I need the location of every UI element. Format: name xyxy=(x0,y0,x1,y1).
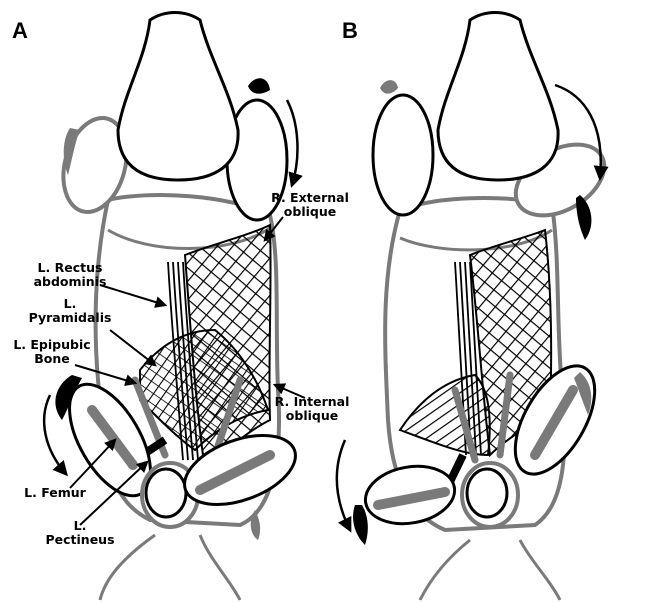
label-line: oblique xyxy=(286,408,338,423)
pelvis-inner-a xyxy=(146,469,186,517)
label-line: L. xyxy=(74,518,87,533)
label-line: R. Internal xyxy=(275,394,350,409)
panel-letter-b: B xyxy=(342,18,358,43)
label-line: L. Rectus xyxy=(38,260,103,275)
head-a xyxy=(118,13,238,181)
label-line: R. External xyxy=(271,190,349,205)
label-line: L. Femur xyxy=(24,485,86,500)
left-hind-pad-b xyxy=(353,505,368,545)
head-b xyxy=(438,13,558,181)
tail-a xyxy=(100,535,240,600)
label-line: L. Epipubic xyxy=(13,337,90,352)
label-line: oblique xyxy=(284,204,336,219)
label-l-femur: L. Femur xyxy=(24,485,86,500)
label-l-pectineus: L.Pectineus xyxy=(45,518,114,547)
left-fore-pad-b xyxy=(380,80,398,94)
panel-b: B xyxy=(337,13,617,601)
forelimb-rotation-arrow-a xyxy=(287,100,297,185)
tail-b xyxy=(420,540,560,600)
right-fore-pad-b xyxy=(576,195,591,240)
pelvis-inner-b xyxy=(467,469,507,517)
panel-letter-a: A xyxy=(12,18,28,43)
label-line: abdominis xyxy=(34,274,107,289)
label-line: Bone xyxy=(34,351,70,366)
panel-a: A xyxy=(12,13,305,601)
right-fore-pad-a xyxy=(248,78,270,93)
label-line: L. xyxy=(64,296,77,311)
label-line: Pyramidalis xyxy=(29,310,112,325)
left-forelimb-b xyxy=(373,95,433,215)
label-line: Pectineus xyxy=(45,532,114,547)
hindlimb-rotation-arrow-b xyxy=(337,440,350,530)
